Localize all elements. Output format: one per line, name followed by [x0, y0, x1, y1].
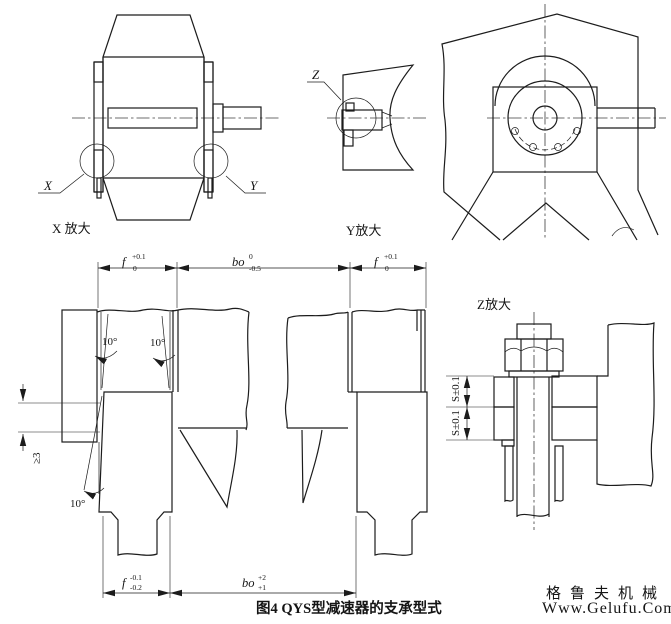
bolt-circle [514, 128, 576, 151]
bolt-hole [511, 127, 519, 135]
detail-circle-x [79, 143, 115, 179]
detail-circle-z [335, 97, 377, 139]
detail-ref-z: Z [312, 67, 320, 82]
support-bush-section [98, 391, 173, 556]
taper-groove-lines [100, 312, 171, 390]
bolt-hole [573, 127, 581, 135]
shaft-hole [532, 105, 558, 131]
output-shaft-end [597, 107, 656, 129]
view-title-x-enlarged: X 放大 [52, 221, 91, 236]
angle-arc-right [152, 354, 176, 368]
dim-label-min-gap: ≥3 [31, 452, 43, 464]
gap-extension-lines [18, 402, 100, 433]
view-detail-x: f +0.1 0 bo 0 -0.5 f +0.1 0 f -0.1 -0.2 … [18, 246, 427, 598]
left-seal-lower [93, 149, 104, 193]
view-overall-assembly: X Y X 放大 [38, 14, 280, 236]
detail-ref-y: Y [250, 178, 259, 193]
support-bush-section [356, 391, 428, 556]
dim-label-s-upper: S±0.1 [450, 376, 462, 402]
view-housing-end [441, 4, 666, 241]
watermark-url: Www.Gelufu.Com [542, 600, 671, 617]
right-plate-lower [551, 406, 598, 441]
dim-label-bo-bottom: bo +2 +1 [242, 567, 270, 592]
dim-label-f-top-right: f +0.1 0 [374, 246, 402, 273]
housing-wall-section [61, 309, 98, 443]
angle-arc-lower [83, 487, 105, 500]
bolt-hole [554, 143, 562, 151]
watermark: 格鲁夫机械 Www.Gelufu.Com [542, 585, 671, 617]
hub-shaft [107, 107, 198, 129]
shaft-top-break [287, 311, 349, 319]
dim-label-f-top-left: f +0.1 0 [122, 246, 150, 273]
angle-label-lower: 10° [70, 498, 85, 510]
break-squiggle [611, 227, 635, 237]
extension-lines-bottom [102, 516, 357, 598]
angle-label-right: 10° [150, 337, 165, 349]
leader-z [307, 81, 342, 101]
sleeve-left-edge [347, 312, 353, 392]
mating-right-break [245, 311, 250, 431]
shaft-left-break [284, 317, 289, 429]
shaft-stub [341, 109, 383, 131]
bolt-hole [529, 143, 537, 151]
end-key [345, 102, 355, 112]
shaft-taper [381, 111, 393, 129]
sleeve-lip [416, 309, 426, 392]
angle-arc-left [94, 350, 118, 365]
view-title-z-enlarged: Z放大 [477, 297, 511, 312]
washer [508, 370, 560, 378]
housing-body-break [596, 322, 655, 487]
dim-label-bo-top: bo 0 -0.5 [232, 246, 261, 273]
dim-label-f-bottom: f -0.1 -0.2 [122, 567, 146, 592]
bolt-shank [516, 377, 550, 517]
left-seal-upper [93, 61, 104, 83]
shaft-wedge-break [301, 429, 323, 504]
bearing-boss-arc [494, 55, 596, 107]
bearing-bore [507, 80, 583, 156]
bolt-shank-break [516, 513, 550, 517]
angle-label-left: 10° [102, 336, 117, 348]
wheel-rim-lines [103, 56, 204, 179]
watermark-brand: 格鲁夫机械 [546, 585, 666, 602]
bolt-sleeve-left [504, 445, 514, 503]
leader-y [225, 175, 266, 194]
output-shaft [222, 106, 262, 130]
seat-top-break [96, 308, 179, 313]
housing-outline [441, 13, 659, 241]
nut-chamfer-arcs [504, 346, 564, 353]
right-seal-upper [203, 61, 214, 83]
cover-body [342, 64, 415, 171]
view-title-y-enlarged: Y放大 [346, 223, 381, 238]
dim-label-s-lower: S±0.1 [450, 410, 462, 436]
bearing-block [492, 86, 598, 173]
leader-x [38, 173, 85, 194]
view-detail-y [284, 308, 428, 556]
mating-top-break [177, 307, 250, 313]
detail-circle-y [193, 143, 229, 179]
bolt-sleeve-right [554, 445, 564, 503]
taper-reference-lines [83, 395, 103, 494]
view-detail-z: Z放大 S±0.1 S±0.1 [446, 297, 655, 530]
detail-ref-x: X [43, 178, 53, 193]
shaft-wedge-break [179, 429, 238, 509]
nut-facets [520, 339, 548, 371]
seat-right-edge [172, 310, 179, 392]
extension-lines-top [97, 262, 427, 308]
figure-caption: 图4 QYS型减速器的支承型式 [256, 599, 442, 617]
view-shaft-end: Z Y放大 [307, 64, 428, 238]
housing-bottom-break [502, 202, 590, 241]
sleeve-top-break [351, 308, 418, 313]
